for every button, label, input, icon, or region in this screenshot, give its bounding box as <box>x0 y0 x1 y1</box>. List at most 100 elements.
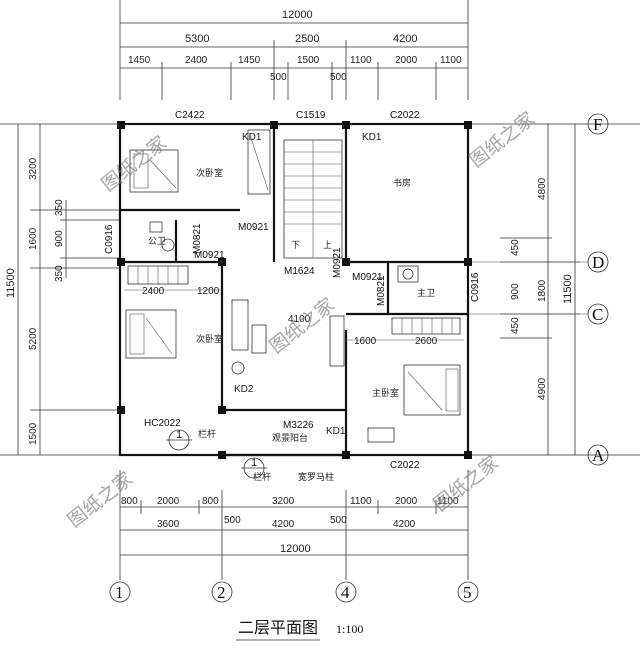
dim-bot-500b: 500 <box>330 515 347 526</box>
dim-top-2000: 2000 <box>395 55 418 66</box>
code-m1624: M1624 <box>284 266 315 277</box>
code-kd1-bottom: KD1 <box>326 426 346 437</box>
plan-title: 二层平面图 <box>238 618 318 637</box>
code-hc2022: HC2022 <box>144 418 181 429</box>
dim-right-4900: 4900 <box>537 377 548 400</box>
dim-int-2600: 2600 <box>415 336 438 347</box>
dim-left-5200: 5200 <box>28 327 39 350</box>
dim-top-1500: 1500 <box>297 55 320 66</box>
dim-bot-3200: 3200 <box>272 496 295 507</box>
drawing-title: 二层平面图 1:100 <box>236 618 363 641</box>
label-stair-up: 上 <box>323 240 332 251</box>
room-master-bedroom: 主卧室 <box>372 387 399 399</box>
dim-right-450a: 450 <box>510 239 521 256</box>
dim-top-1100a: 1100 <box>350 55 372 66</box>
dim-bot-800a: 800 <box>121 496 138 507</box>
axis-4: 4 <box>341 583 350 602</box>
dim-left-350b: 350 <box>54 265 65 282</box>
code-c2022-bottom: C2022 <box>390 460 420 471</box>
dim-right-total: 11500 <box>562 274 574 304</box>
dim-left-350a: 350 <box>54 199 65 216</box>
code-m0921-b: M0921 <box>194 250 225 261</box>
code-m0821-e: M0821 <box>376 275 387 306</box>
code-kd1-top-b: KD1 <box>362 132 382 143</box>
dim-bottom-total: 12000 <box>280 543 311 555</box>
axis-5: 5 <box>463 583 472 602</box>
top-dimensions: 12000 5300 2500 4200 1450 2400 1450 500 … <box>119 0 469 100</box>
dim-int-1600: 1600 <box>354 336 377 347</box>
code-c1519: C1519 <box>296 110 326 121</box>
dim-right-900: 900 <box>510 283 521 300</box>
axis-D: D <box>592 253 604 272</box>
dim-top-1100b: 1100 <box>440 55 462 66</box>
dim-top-4200: 4200 <box>393 33 417 45</box>
plan-scale: 1:100 <box>336 622 363 636</box>
dim-int-4100: 4100 <box>288 314 311 325</box>
dim-top-total: 12000 <box>282 9 313 21</box>
watermark-3: 图纸之家 <box>266 294 339 358</box>
dim-int-2400: 2400 <box>142 286 165 297</box>
dim-bot-2000b: 2000 <box>395 496 418 507</box>
code-kd1-top-a: KD1 <box>242 132 262 143</box>
dim-left-3200: 3200 <box>28 157 39 180</box>
dim-right-1800: 1800 <box>537 279 548 302</box>
dim-bot-4200a: 4200 <box>272 519 295 530</box>
axis-F: F <box>593 115 602 134</box>
dim-top-2500: 2500 <box>295 33 319 45</box>
watermark-5: 图纸之家 <box>430 452 503 516</box>
room-study: 书房 <box>393 177 411 189</box>
label-stair-down: 下 <box>291 241 300 251</box>
furniture <box>125 129 461 443</box>
code-m0921-c: M0921 <box>352 272 383 283</box>
code-c2422: C2422 <box>175 110 205 121</box>
code-kd2: KD2 <box>234 384 254 395</box>
dim-left-900: 900 <box>54 230 65 247</box>
dim-bot-1100a: 1100 <box>350 496 372 507</box>
room-bedroom-sw: 次卧室 <box>196 333 223 345</box>
label-railing-a: 栏杆 <box>198 428 216 440</box>
section-marker-1a: 1 <box>176 429 182 441</box>
walls <box>117 121 472 459</box>
code-m0821-w: M0821 <box>192 223 203 254</box>
code-m3226: M3226 <box>283 420 314 431</box>
bottom-dimensions: 800 2000 800 3200 1100 2000 1100 3600 50… <box>119 470 469 580</box>
room-bedroom-nw: 次卧室 <box>196 167 223 179</box>
code-c2022-top: C2022 <box>390 110 420 121</box>
dim-right-4800: 4800 <box>537 177 548 200</box>
room-balcony: 观景阳台 <box>272 432 308 444</box>
label-roman-column: 宽罗马柱 <box>298 471 334 483</box>
code-c0916-e: C0916 <box>470 272 481 302</box>
dim-bot-4200b: 4200 <box>393 519 416 530</box>
right-dimensions: 4800 450 900 1800 450 4900 11500 <box>468 123 640 456</box>
dim-top-1450b: 1450 <box>238 55 261 66</box>
dim-top-1450a: 1450 <box>128 55 151 66</box>
opening-codes: C2422 C1519 C2022 KD1 KD1 C0916 M0821 M0… <box>104 110 481 483</box>
room-bathroom-w: 公卫 <box>148 236 166 247</box>
section-markers: 1 1 <box>166 429 267 479</box>
section-marker-1b: 1 <box>251 457 257 469</box>
horizontal-axes: F D C A <box>468 113 609 466</box>
dim-top-500b: 500 <box>330 72 347 83</box>
dim-left-1600: 1600 <box>28 227 39 250</box>
dim-top-500a: 500 <box>270 72 287 83</box>
room-labels: 次卧室 书房 公卫 次卧室 主卫 主卧室 观景阳台 <box>148 167 435 444</box>
dim-bot-800b: 800 <box>202 496 219 507</box>
axis-C: C <box>592 305 603 324</box>
dim-right-450b: 450 <box>510 317 521 334</box>
axis-A: A <box>592 446 605 465</box>
dim-bot-3600: 3600 <box>157 519 180 530</box>
dim-bot-500a: 500 <box>224 515 241 526</box>
dim-int-1200: 1200 <box>197 286 220 297</box>
dim-top-5300: 5300 <box>185 33 209 45</box>
vertical-axes: 1 2 4 5 <box>109 581 479 603</box>
code-c0916-w: C0916 <box>104 224 115 254</box>
axis-1: 1 <box>115 583 124 602</box>
dim-top-2400: 2400 <box>185 55 208 66</box>
code-m0921-d: M0921 <box>332 247 343 278</box>
left-dimensions: 11500 3200 1600 5200 1500 350 900 350 <box>0 123 120 456</box>
code-m0921-a: M0921 <box>238 222 269 233</box>
dim-left-total: 11500 <box>5 268 17 298</box>
dim-bot-2000a: 2000 <box>157 496 180 507</box>
dim-left-1500: 1500 <box>28 422 39 445</box>
